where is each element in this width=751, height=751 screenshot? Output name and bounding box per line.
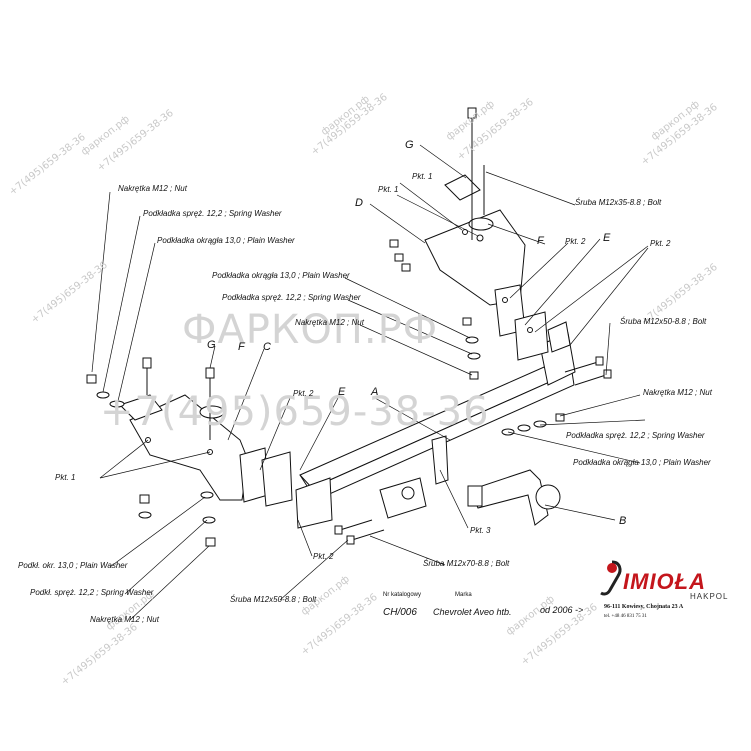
callout-a: A	[371, 386, 379, 398]
callout-c: C	[263, 341, 271, 353]
left-bracket	[129, 394, 293, 507]
callout-g-left: G	[207, 339, 216, 351]
label-spring-washer-bottom-left: Podkł. spręż. 12,2 ; Spring Washer	[30, 588, 154, 597]
watermark-big-bottom: +7(495)659-38-36	[100, 389, 490, 435]
callout-e-left: E	[338, 386, 346, 398]
label-nut-top-left: Nakrętka M12 ; Nut	[118, 184, 187, 193]
logo-brand-sub: HAKPOL	[690, 592, 729, 601]
label-plain-washer-top-left: Podkładka okrągła 13,0 ; Plain Washer	[157, 236, 295, 245]
company-address: 96-111 Kowiesy, Chojnata 23 A	[604, 604, 684, 610]
washer-f-top	[468, 217, 494, 231]
watermark-big-top: ФАРКОП.РФ	[182, 307, 439, 353]
plate-g-left	[119, 394, 163, 421]
label-spring-washer-right: Podkładka spręż. 12,2 ; Spring Washer	[566, 431, 705, 440]
side-bracket-bottom	[295, 477, 333, 529]
label-bolt-m70: Śruba M12x70-8.8 ; Bolt	[423, 559, 510, 568]
tow-ball-b	[467, 469, 561, 526]
callout-f-top: F	[537, 235, 544, 247]
callout-d: D	[355, 197, 363, 209]
label-bolt-m50-bottom: Śruba M12x50-8.8 ; Bolt	[230, 595, 317, 604]
callout-pkt2-a: Pkt. 2	[565, 237, 586, 246]
date-value: od 2006 ->	[540, 605, 584, 615]
label-plain-washer-bottom-left: Podkł. okr. 13,0 ; Plain Washer	[18, 561, 128, 570]
right-bracket	[424, 209, 549, 361]
label-spring-washer-mid: Podkładka spręż. 12,2 ; Spring Washer	[222, 293, 361, 302]
label-bolt-top: Śruba M12x35-8.8 ; Bolt	[575, 198, 662, 207]
brand-label: Marka	[455, 592, 472, 598]
washer-f-left	[199, 405, 225, 419]
catalog-label: Nr katalogowy	[383, 592, 422, 598]
callout-pkt2-c: Pkt. 2	[293, 389, 314, 398]
callout-pkt1-b: Pkt. 1	[378, 185, 399, 194]
label-bolt-right: Śruba M12x50-8.8 ; Bolt	[620, 317, 707, 326]
callout-pkt2-d: Pkt. 2	[313, 552, 334, 561]
callout-pkt1-c: Pkt. 1	[55, 473, 76, 482]
catalog-value: CH/006	[383, 607, 417, 618]
bottom-bolts	[334, 356, 612, 545]
callout-pkt2-b: Pkt. 2	[650, 239, 671, 248]
callout-pkt3: Pkt. 3	[470, 526, 491, 535]
callout-e-top: E	[603, 232, 611, 244]
callout-g-top: G	[405, 139, 414, 151]
label-nut-right: Nakrętka M12 ; Nut	[643, 388, 712, 397]
logo-hook-icon	[600, 560, 622, 596]
label-nut-bottom-left: Nakrętka M12 ; Nut	[90, 615, 159, 624]
label-spring-washer-top-left: Podkładka spręż. 12,2 ; Spring Washer	[143, 209, 282, 218]
label-nut-mid: Nakrętka M12 ; Nut	[295, 318, 364, 327]
logo-brand-name: IMIOŁA	[623, 569, 706, 594]
socket-plate	[379, 477, 427, 519]
label-plain-washer-right: Podkładka okrągła 13,0 ; Plain Washer	[573, 458, 711, 467]
callout-pkt1-a: Pkt. 1	[412, 172, 433, 181]
label-plain-washer-mid: Podkładka okrągła 13,0 ; Plain Washer	[212, 271, 350, 280]
brand-value: Chevrolet Aveo htb.	[433, 607, 512, 617]
fasteners-top-right	[389, 239, 565, 436]
callout-f-left: F	[238, 341, 245, 353]
callout-b: B	[619, 515, 627, 527]
fasteners-left	[86, 374, 216, 547]
pin-pkt3	[431, 435, 449, 485]
plate-g-top	[444, 174, 481, 201]
company-phone: tel. +48 46 831 75 31	[604, 614, 647, 619]
